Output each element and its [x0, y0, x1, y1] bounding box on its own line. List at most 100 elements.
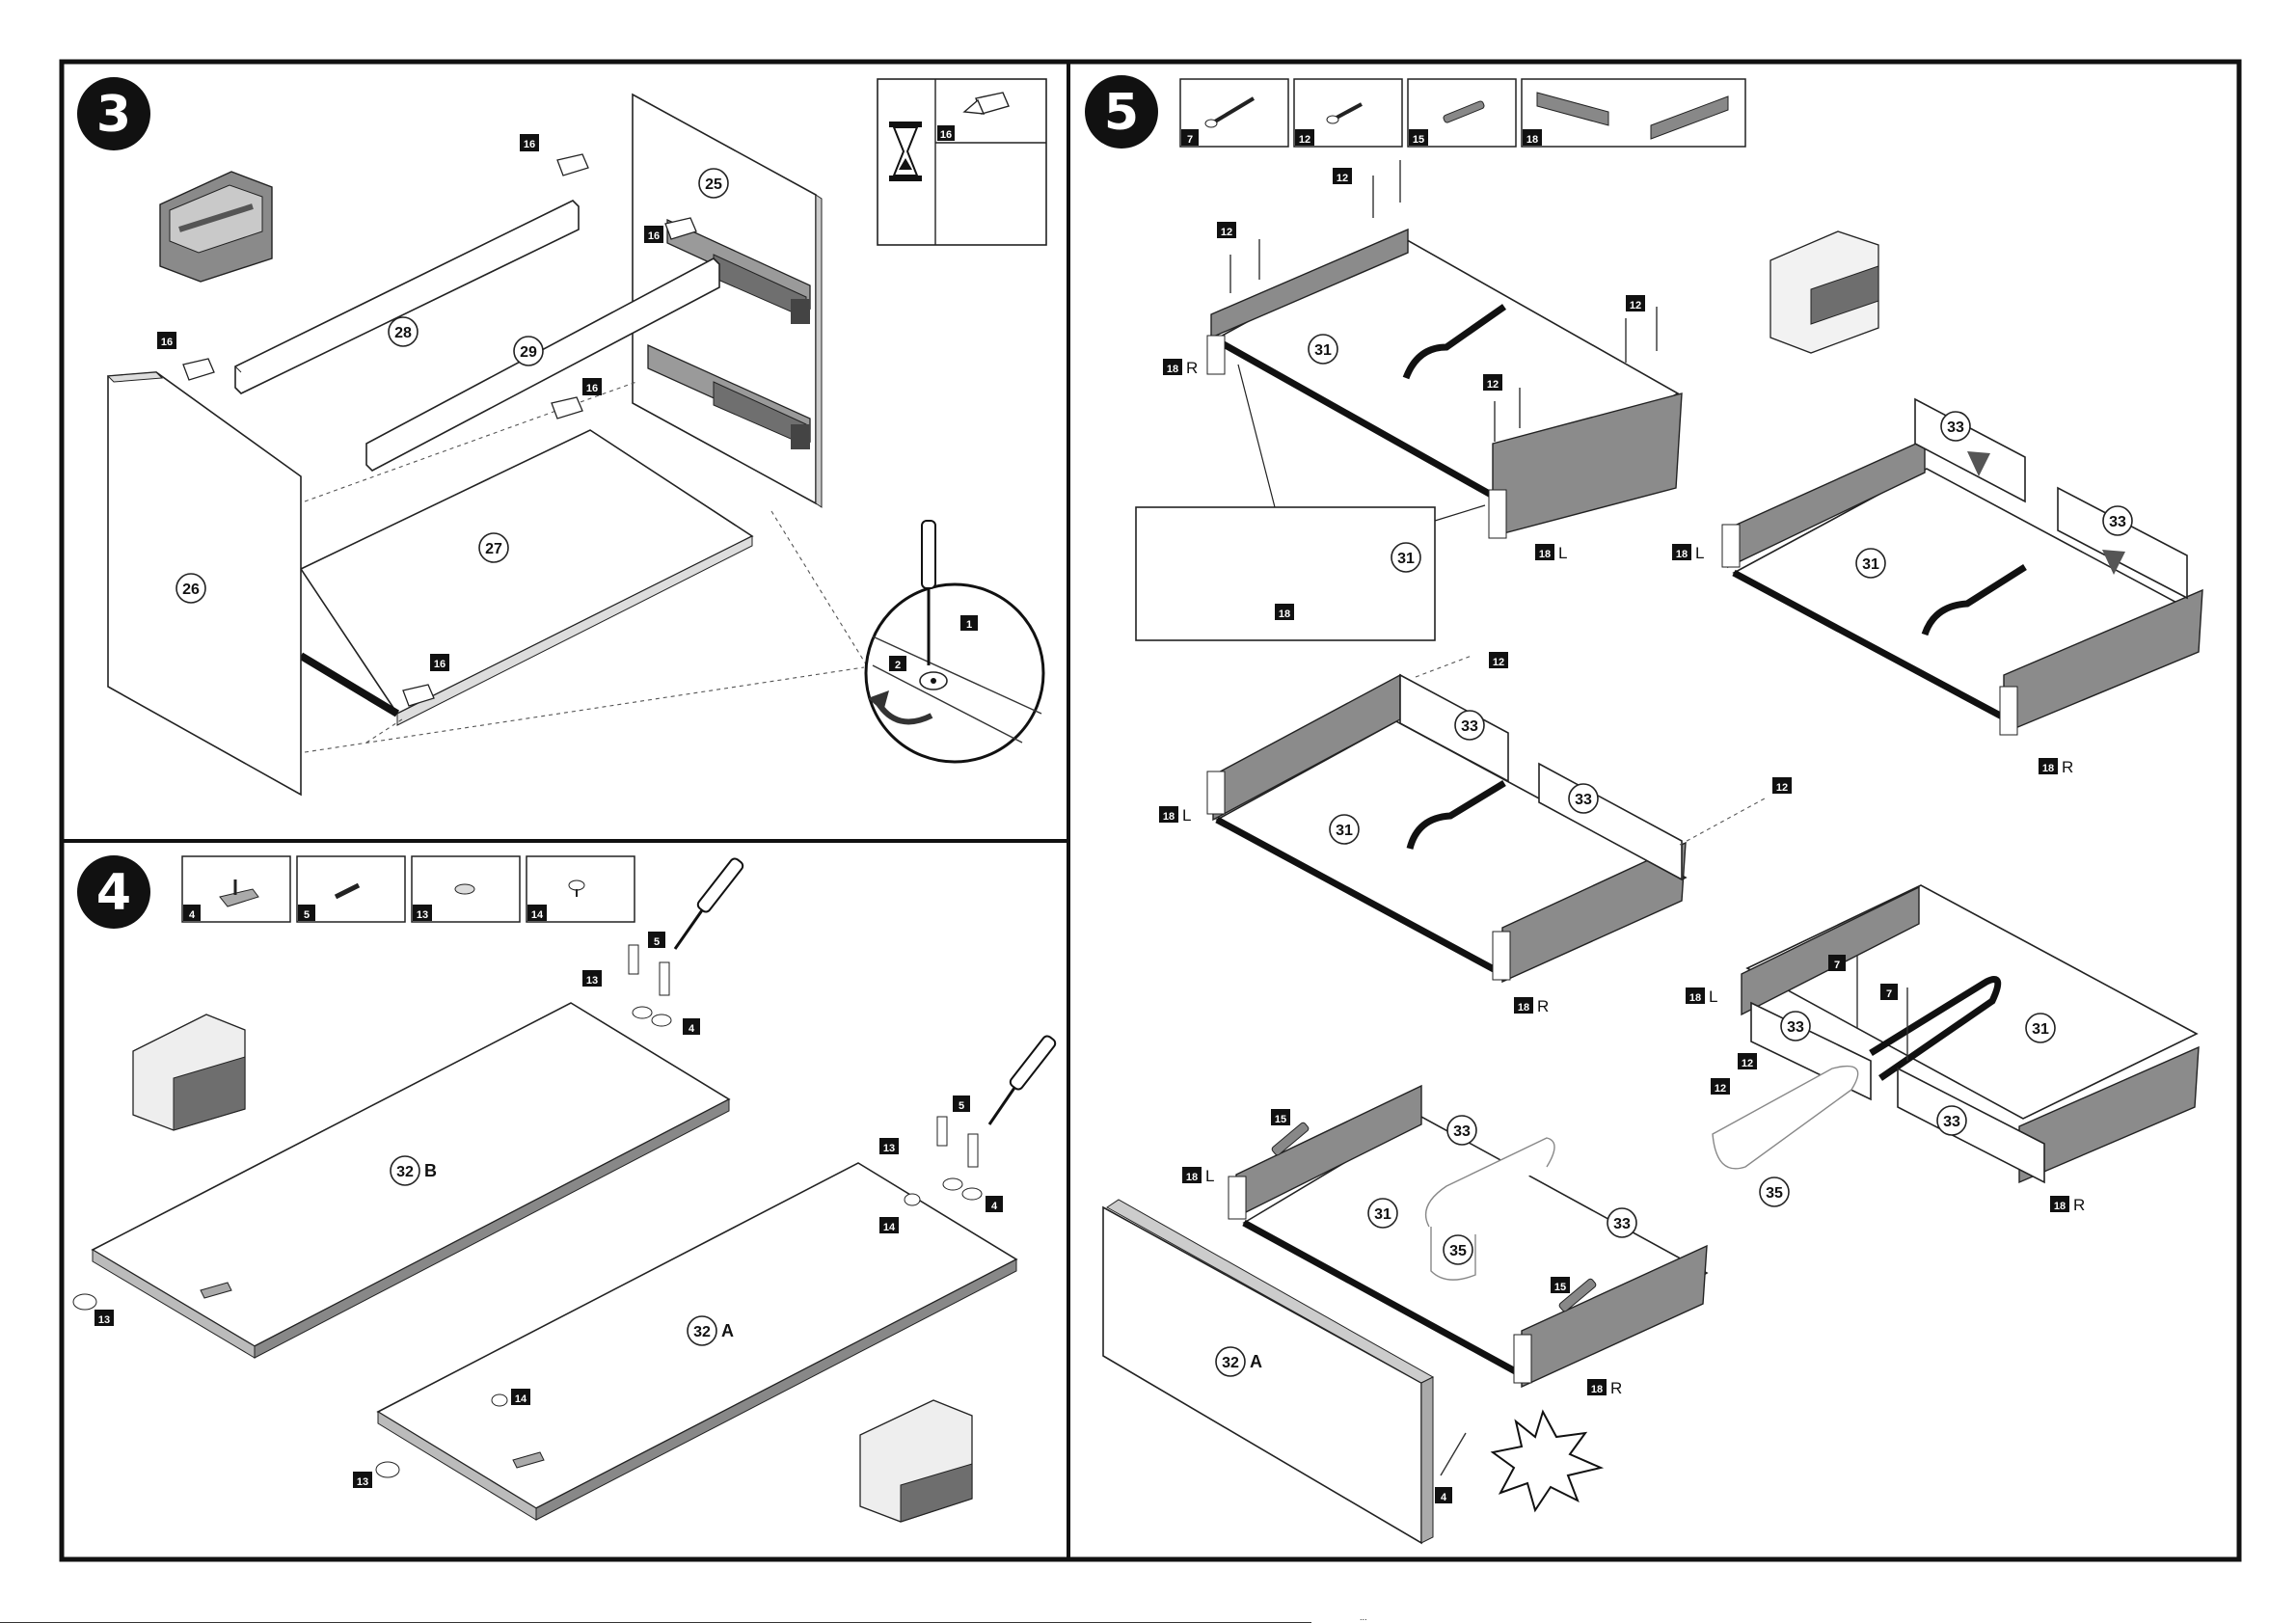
svg-text:25: 25 [705, 176, 722, 193]
svg-text:32: 32 [396, 1164, 414, 1180]
part-25-label: 25 [699, 169, 728, 198]
svg-text:A: A [721, 1321, 734, 1340]
svg-text:R: R [2062, 758, 2073, 776]
svg-text:5: 5 [959, 1100, 964, 1112]
svg-text:12: 12 [1487, 379, 1499, 391]
side-label-18R-c: 18 R [1514, 997, 1549, 1015]
part-31-label-d: 31 [2026, 1014, 2055, 1042]
dowel-16-c: 16 [157, 332, 214, 380]
svg-text:18: 18 [1279, 609, 1290, 620]
svg-text:2: 2 [895, 660, 901, 671]
part-33-label-c1: 33 [1455, 711, 1484, 740]
step4-legend: 4 5 13 14 [182, 856, 635, 922]
svg-text:12: 12 [1337, 173, 1348, 184]
bracket-4-label: 4 [1435, 1433, 1466, 1503]
click-burst-icon [1493, 1412, 1601, 1510]
part-33-label-c2: 33 [1569, 784, 1598, 813]
svg-text:4: 4 [189, 909, 196, 921]
step-3-badge: 3 [77, 77, 150, 150]
part-33-label-d2: 33 [1937, 1106, 1966, 1135]
part-29-label: 29 [514, 337, 543, 365]
side-label-18L-d: 18 L [1686, 987, 1717, 1006]
svg-text:5: 5 [304, 909, 310, 921]
svg-text:31: 31 [1336, 823, 1353, 839]
screwdriver-icon [989, 1034, 1057, 1124]
part-31-label-b: 31 [1856, 549, 1885, 578]
svg-text:32: 32 [693, 1324, 711, 1340]
svg-text:16: 16 [648, 230, 660, 242]
svg-text:18: 18 [1591, 1384, 1603, 1395]
step-4-badge: 4 [77, 855, 150, 929]
svg-text:18: 18 [1689, 992, 1701, 1004]
part-31-label-a: 31 [1309, 335, 1337, 364]
svg-text:R: R [1186, 359, 1198, 377]
svg-text:16: 16 [161, 337, 173, 348]
svg-text:35: 35 [1766, 1185, 1783, 1202]
svg-text:14: 14 [531, 909, 544, 921]
drawer-b [1722, 399, 2202, 735]
drawer-c [1207, 675, 1686, 982]
svg-text:33: 33 [1943, 1114, 1960, 1130]
step5-legend: 7 12 15 18 [1180, 79, 1745, 147]
svg-text:7: 7 [1187, 134, 1193, 146]
svg-text:33: 33 [1787, 1019, 1804, 1036]
side-label-18R-d: 18 R [2050, 1196, 2085, 1214]
svg-text:12: 12 [1493, 657, 1504, 668]
svg-text:13: 13 [357, 1476, 368, 1488]
svg-text:R: R [1610, 1379, 1622, 1397]
side-label-18L-e: 18 L [1182, 1167, 1214, 1185]
svg-text:7: 7 [1886, 988, 1892, 1000]
side-label-18L-c: 18 L [1159, 806, 1191, 825]
svg-text:12: 12 [1715, 1083, 1726, 1095]
part-26-label: 26 [176, 574, 205, 603]
svg-text:16: 16 [524, 139, 535, 150]
svg-text:31: 31 [1862, 556, 1879, 573]
svg-text:R: R [1537, 997, 1549, 1015]
svg-text:31: 31 [1397, 551, 1415, 567]
svg-text:A: A [1250, 1352, 1262, 1371]
svg-text:15: 15 [1413, 134, 1424, 146]
svg-text:33: 33 [1613, 1216, 1631, 1232]
svg-text:13: 13 [586, 975, 598, 987]
footer-text: ... [1360, 1612, 1367, 1622]
svg-text:33: 33 [1461, 718, 1478, 735]
side-label-18L-b: 18 L [1672, 544, 1704, 562]
svg-text:12: 12 [1299, 134, 1310, 146]
svg-text:33: 33 [1453, 1123, 1471, 1140]
part-27-label: 27 [479, 533, 508, 562]
part-35-label-e: 35 [1444, 1235, 1472, 1264]
part-33-label-b1: 33 [1941, 412, 1970, 441]
svg-text:12: 12 [1630, 300, 1641, 311]
svg-text:18: 18 [1167, 364, 1178, 375]
svg-text:31: 31 [1374, 1206, 1391, 1223]
svg-text:12: 12 [1776, 782, 1788, 794]
svg-text:1: 1 [966, 619, 972, 631]
svg-text:32: 32 [1222, 1355, 1239, 1371]
svg-text:7: 7 [1834, 960, 1840, 971]
svg-text:18: 18 [2042, 763, 2054, 774]
cabinet-thumbnail [160, 172, 272, 282]
svg-text:35: 35 [1449, 1243, 1467, 1259]
part-33-label-b2: 33 [2103, 506, 2132, 535]
svg-text:4: 4 [96, 864, 131, 922]
cap-icon [455, 884, 474, 894]
svg-text:4: 4 [991, 1201, 998, 1212]
svg-text:33: 33 [1575, 792, 1592, 808]
svg-text:L: L [1695, 544, 1704, 562]
drawer-thumbnail [1770, 231, 1878, 353]
dowel-16-d: 16 [552, 378, 602, 419]
svg-text:3: 3 [96, 86, 131, 144]
svg-text:4: 4 [1441, 1492, 1447, 1503]
drawer-bottom-a [1207, 230, 1682, 538]
svg-text:14: 14 [515, 1393, 527, 1405]
svg-text:18: 18 [1518, 1002, 1529, 1014]
svg-text:13: 13 [98, 1314, 110, 1326]
part-33-label-e1: 33 [1447, 1116, 1476, 1145]
part-33-label-d1: 33 [1781, 1012, 1810, 1041]
part-31-label-e: 31 [1368, 1199, 1397, 1228]
part-33-label-e2: 33 [1607, 1208, 1636, 1237]
part-35-label-d: 35 [1760, 1177, 1789, 1206]
svg-text:5: 5 [654, 936, 660, 948]
side-label-18R-b: 18 R [2039, 758, 2073, 776]
